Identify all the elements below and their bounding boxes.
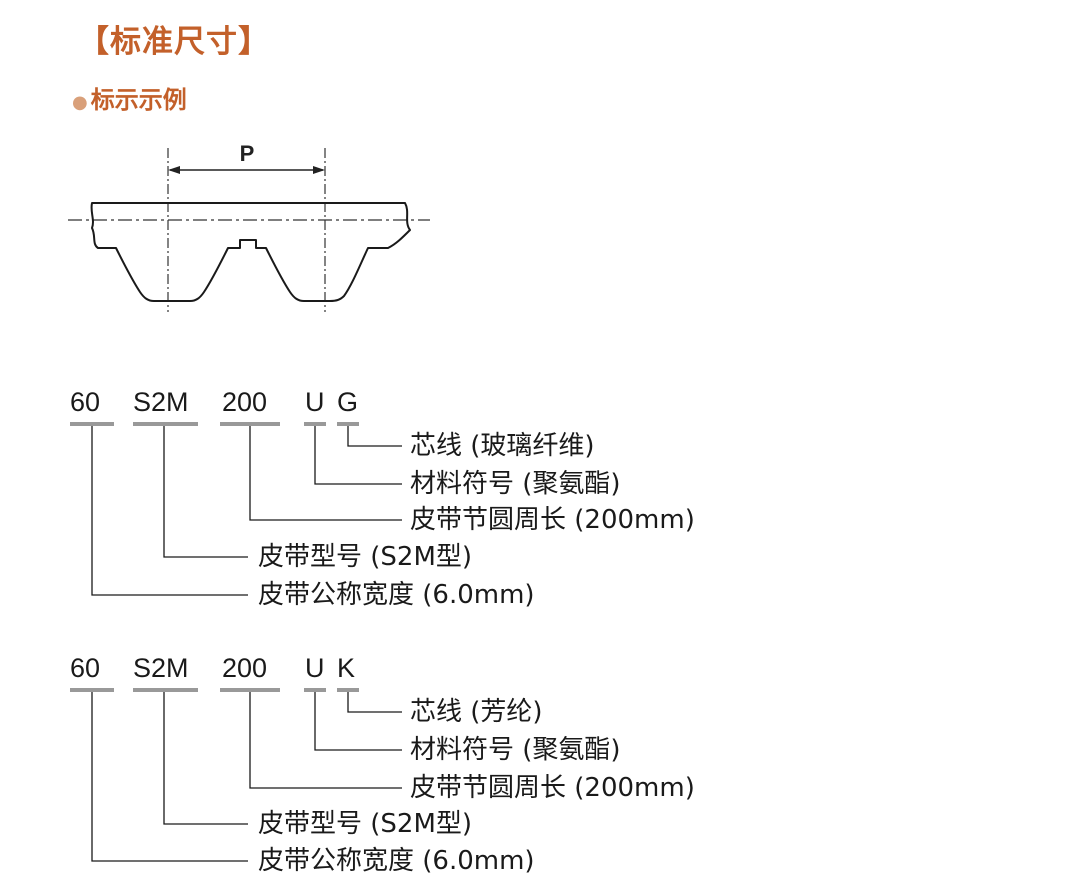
- code-width: 60: [70, 653, 101, 683]
- page-title: 【标准尺寸】: [78, 24, 270, 60]
- code-core: G: [337, 387, 359, 417]
- leader-core-1: [347, 426, 402, 447]
- code-material: U: [305, 653, 325, 683]
- code-pitch-length: 200: [222, 653, 268, 683]
- leader-pitch-length-2: [249, 692, 402, 789]
- leader-material-1: [314, 426, 402, 485]
- code-pitch-length: 200: [222, 387, 268, 417]
- code-material: U: [305, 387, 325, 417]
- code-width: 60: [70, 387, 101, 417]
- leader-width-1: [91, 426, 248, 596]
- label-type: 皮带型号 (S2M型): [258, 542, 473, 572]
- code-core: K: [337, 653, 356, 683]
- label-material: 材料符号 (聚氨酯): [410, 735, 621, 765]
- arrow-right-icon: [313, 166, 325, 174]
- label-material: 材料符号 (聚氨酯): [410, 469, 621, 499]
- label-pitch-length: 皮带节圆周长 (200mm): [410, 505, 695, 535]
- leader-type-1: [163, 426, 248, 558]
- code-type: S2M: [133, 653, 189, 683]
- pitch-label: P: [240, 141, 255, 166]
- label-pitch-length: 皮带节圆周长 (200mm): [410, 773, 695, 803]
- arrow-left-icon: [168, 166, 180, 174]
- section-subtitle: ●标示示例: [72, 80, 187, 115]
- leader-pitch-length-1: [249, 426, 402, 521]
- bullet-icon: ●: [72, 92, 88, 113]
- code-type: S2M: [133, 387, 189, 417]
- label-width: 皮带公称宽度 (6.0mm): [258, 846, 535, 876]
- subtitle-text: 标示示例: [90, 86, 187, 114]
- label-type: 皮带型号 (S2M型): [258, 809, 473, 839]
- leader-material-2: [314, 692, 402, 751]
- leader-core-2: [347, 692, 402, 713]
- leader-width-2: [91, 692, 248, 862]
- label-core: 芯线 (芳纶): [410, 697, 543, 727]
- belt-outline: [90, 202, 411, 302]
- leader-type-2: [163, 692, 248, 825]
- label-core: 芯线 (玻璃纤维): [410, 431, 595, 461]
- label-width: 皮带公称宽度 (6.0mm): [258, 580, 535, 610]
